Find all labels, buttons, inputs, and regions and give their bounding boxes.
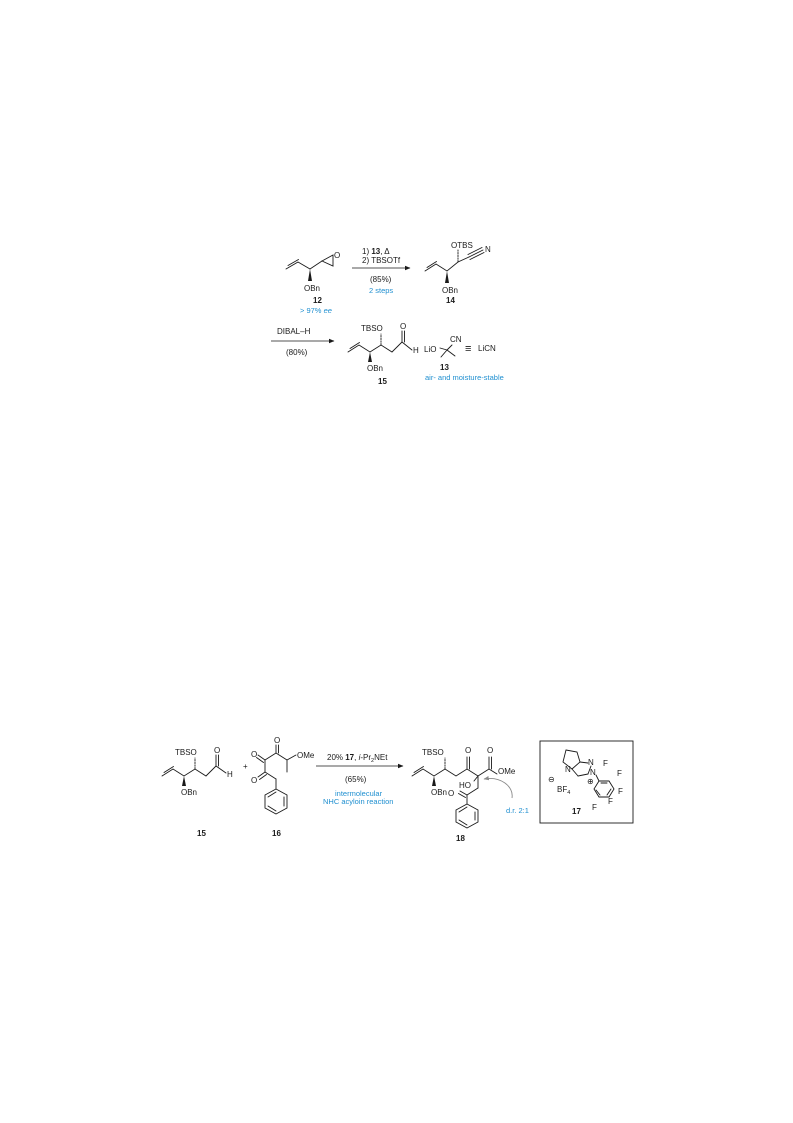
compound-14-obn: OBn [442,286,458,295]
compound-15a-obn: OBn [367,364,383,373]
compound-13-lio: LiO [424,345,436,354]
compound-18-dr: d.r. 2:1 [506,806,529,815]
compound-12-number: 12 [313,296,322,305]
catalyst-bf4: BF4 [557,785,570,796]
compound-12-structure: O OBn 12 > 97% ee [285,251,340,315]
compound-15-structure-a: O H TBSO OBn 15 [347,322,419,386]
compound-15b-tbso: TBSO [175,748,197,757]
compound-16-number: 16 [272,829,281,838]
compound-15b-obn: OBn [181,788,197,797]
catalyst-n3: N [590,768,596,777]
catalyst-f4: F [608,797,613,806]
compound-15a-number: 15 [378,377,387,386]
compound-14-number: 14 [446,296,455,305]
compound-12-epoxide-o: O [334,251,340,260]
compound-13-note: air- and moisture-stable [425,373,504,382]
compound-18-structure: O O OMe HO O TBSO OBn 18 d.r. 2:1 [411,746,529,843]
catalyst-n2: N [588,758,594,767]
step-1-condition-line2: 2) TBSOTf [362,256,401,265]
compound-17-box: N N N ⊕ ⊖ BF4 F F F F F 17 [539,740,634,824]
compound-18-number: 18 [456,834,465,843]
compound-15-structure-b: O H TBSO OBn 15 [161,746,233,838]
scheme-2-catalyst: 20% 17, i-Pr2NEt [327,753,388,764]
step-2-conditions: DIBAL–H (80%) [271,327,335,357]
catalyst-minus: ⊖ [548,775,555,784]
compound-18-o1: O [465,746,471,755]
compound-18-tbso: TBSO [422,748,444,757]
scheme-2-yield: (65%) [345,775,367,784]
compound-15a-tbso: TBSO [361,324,383,333]
compound-13-structure: LiO CN 13 ≡ LiCN air- and moisture-stabl… [424,335,504,382]
step-2-reagent: DIBAL–H [277,327,311,336]
compound-18-ome: OMe [498,767,516,776]
step-1-condition-line1: 1) 13, Δ [362,247,390,256]
compound-14-n: N [485,245,491,254]
compound-13-number: 13 [440,363,449,372]
compound-15b-number: 15 [197,829,206,838]
compound-16-o3: O [251,776,257,785]
compound-15a-h: H [413,346,419,355]
dr-pointer-arrow [483,775,513,799]
scheme-2-conditions: 20% 17, i-Pr2NEt (65%) intermolecular NH… [316,753,404,806]
catalyst-f3: F [618,787,623,796]
compound-13-equiv: ≡ [465,343,471,355]
compound-13-licn: LiCN [478,344,496,353]
catalyst-f2: F [617,769,622,778]
catalyst-plus: ⊕ [587,777,594,786]
compound-16-o2: O [274,736,280,745]
compound-16-structure: O O OMe O 16 [251,736,315,838]
catalyst-frame [539,740,634,824]
compound-18-o3: O [448,789,454,798]
compound-16-o1: O [251,750,257,759]
compound-18-o2: O [487,746,493,755]
catalyst-f5: F [592,803,597,812]
plus-sign: + [243,762,248,771]
catalyst-number: 17 [572,807,581,816]
step-2-yield: (80%) [286,348,308,357]
step-1-yield: (85%) [370,275,392,284]
compound-18-obn: OBn [431,788,447,797]
compound-13-cn: CN [450,335,462,344]
step-1-conditions: 1) 13, Δ 2) TBSOTf (85%) 2 steps [352,247,411,295]
compound-15b-o: O [214,746,220,755]
compound-15b-h: H [227,770,233,779]
compound-14-structure: N OTBS OBn 14 [424,241,491,305]
step-1-note: 2 steps [369,286,393,295]
compound-16-ome: OMe [297,751,315,760]
scheme-2-note-line2: NHC acyloin reaction [323,797,393,806]
compound-15a-o: O [400,322,406,331]
compound-12-ee: > 97% ee [300,306,332,315]
catalyst-f1: F [603,759,608,768]
scheme-2-note-line1: intermolecular [335,789,383,798]
catalyst-n1: N [565,765,571,774]
compound-18-ho: HO [459,781,471,790]
compound-12-obn: OBn [304,284,320,293]
compound-14-otbs: OTBS [451,241,473,250]
